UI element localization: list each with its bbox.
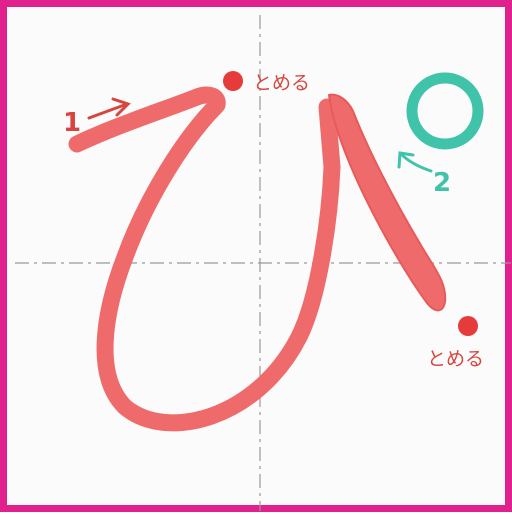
stroke-2-path bbox=[328, 93, 447, 312]
stroke-1-arrow-icon bbox=[87, 97, 131, 120]
stroke-2-number: 2 bbox=[433, 168, 451, 198]
stroke-order-diagram: 1 とめる 2 とめる bbox=[15, 15, 511, 511]
stroke-1-stop-dot bbox=[223, 71, 243, 91]
stroke-1-stop-label: とめる bbox=[253, 72, 310, 94]
stroke-2-stop-label: とめる bbox=[427, 348, 484, 370]
stroke-1-number: 1 bbox=[63, 108, 81, 138]
circle-mark-icon bbox=[406, 72, 484, 150]
stroke-2-arrow-icon bbox=[397, 151, 433, 173]
stroke-1-path bbox=[68, 86, 341, 432]
stroke-2-stop-dot bbox=[458, 316, 478, 336]
